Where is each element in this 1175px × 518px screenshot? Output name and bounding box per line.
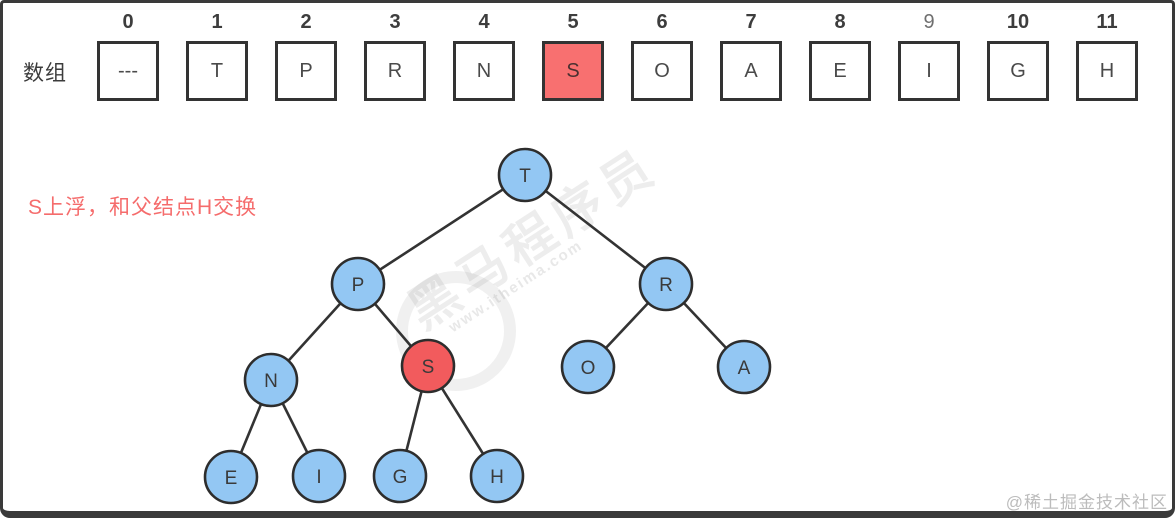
tree-node-P <box>330 256 386 312</box>
array-label: 数组 <box>23 62 67 85</box>
array-cell-box: P <box>275 41 337 101</box>
binary-heap-tree: T P R N S O A E I G H <box>203 147 772 505</box>
tree-node-H <box>469 448 525 504</box>
array-cell-box: --- <box>97 41 159 101</box>
array-cell-box: E <box>809 41 871 101</box>
array-cell-box: I <box>898 41 960 101</box>
array-cell-box: A <box>720 41 782 101</box>
array-cell-value: N <box>476 59 492 82</box>
juejin-watermark: @稀土掘金技术社区 <box>1005 493 1168 512</box>
tree-edge-T-R <box>524 173 667 286</box>
array-cell-box: N <box>453 41 515 101</box>
array-cell-index: 7 <box>745 11 757 33</box>
tree-node-S <box>400 338 456 394</box>
array-cell-value: R <box>387 59 403 82</box>
array-cell: 5 S <box>542 9 604 101</box>
tree-node-label-O: O <box>581 358 596 379</box>
array-cell-value: G <box>1010 59 1026 82</box>
tree-edge-T-P <box>357 173 526 286</box>
array-cell: 11 H <box>1076 9 1138 101</box>
array-cell-index: 6 <box>656 11 668 33</box>
tree-node-I <box>291 448 347 504</box>
array-cell-index: 3 <box>389 11 401 33</box>
array-cell-index: 5 <box>567 11 579 33</box>
tree-node-N <box>243 352 299 408</box>
array-cell: 9 I <box>898 9 960 101</box>
tree-node-label-P: P <box>352 275 365 296</box>
array-cell: 4 N <box>453 9 515 101</box>
tree-node-label-H: H <box>490 467 504 488</box>
tree-node-label-I: I <box>316 467 321 488</box>
tree-node-G <box>372 448 428 504</box>
tree-node-R <box>638 256 694 312</box>
array-cell-index: 9 <box>923 11 935 33</box>
tree-node-O <box>560 339 616 395</box>
tree-node-label-G: G <box>393 467 408 488</box>
tree-node-label-A: A <box>738 358 751 379</box>
array-cell-index: 1 <box>211 11 223 33</box>
array-cell-box: O <box>631 41 693 101</box>
array-cell-value: E <box>833 59 847 82</box>
array-cell-index: 4 <box>478 11 490 33</box>
array-cell-index: 11 <box>1096 11 1118 33</box>
array-cell: 0 --- <box>97 9 159 101</box>
array-cell-value: O <box>654 59 670 82</box>
tree-node-label-R: R <box>659 275 673 296</box>
array-cell-index: 8 <box>834 11 846 33</box>
array-cell: 2 P <box>275 9 337 101</box>
array-cell-index: 0 <box>122 11 134 33</box>
array-cells: 0 --- 1 T 2 P 3 R 4 N <box>97 9 1138 101</box>
array-cell-index: 2 <box>300 11 312 33</box>
array-cell-value: T <box>210 59 224 82</box>
array-cell-value: S <box>566 59 580 82</box>
array-cell-box: S <box>542 41 604 101</box>
tree-node-label-T: T <box>519 166 531 187</box>
array-cell-index: 10 <box>1006 11 1030 33</box>
tree-node-A <box>716 339 772 395</box>
tree-node-label-S: S <box>422 357 435 378</box>
array-cell-box: R <box>364 41 426 101</box>
array-cell-value: I <box>926 59 932 82</box>
tree-node-label-N: N <box>264 371 278 392</box>
array-cell: 1 T <box>186 9 248 101</box>
array-cell-box: H <box>1076 41 1138 101</box>
array-cell: 10 G <box>987 9 1049 101</box>
tree-node-label-E: E <box>225 468 238 489</box>
array-cell-value: A <box>744 59 758 82</box>
array-cell: 6 O <box>631 9 693 101</box>
array-cell-value: P <box>299 59 313 82</box>
array-cell-value: H <box>1099 59 1115 82</box>
tree-node-E <box>203 449 259 505</box>
array-cell: 7 A <box>720 9 782 101</box>
array-cell-value: --- <box>118 59 138 82</box>
array-cell-box: T <box>186 41 248 101</box>
array-cell: 3 R <box>364 9 426 101</box>
tree-node-T <box>497 147 553 203</box>
annotation-text: S上浮，和父结点H交换 <box>28 196 258 219</box>
array-cell-box: G <box>987 41 1049 101</box>
array-cell: 8 E <box>809 9 871 101</box>
